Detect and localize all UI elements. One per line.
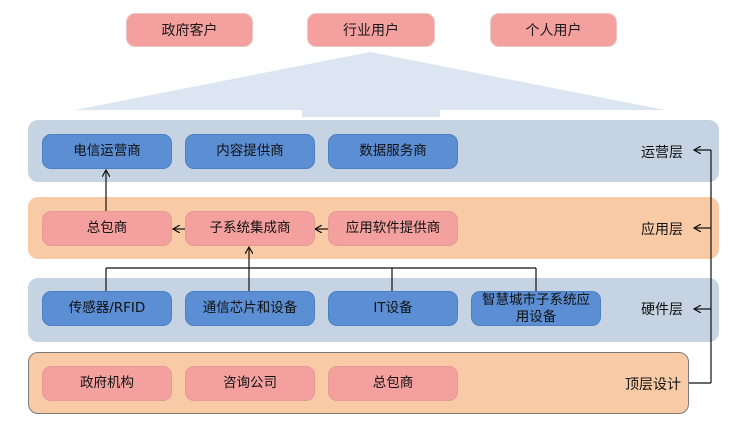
box-sensor-rfid: 传感器/RFID [42,291,172,326]
top-box-government-customers: 政府客户 [126,13,253,47]
box-data-service-provider: 数据服务商 [328,134,458,169]
box-label: 传感器/RFID [68,300,146,316]
box-label: 总包商 [372,375,414,391]
box-label: 智慧城市子系统应用设备 [482,291,590,325]
box-consulting-company: 咨询公司 [185,366,315,401]
box-subsystem-integrator: 子系统集成商 [185,211,315,246]
box-app-software-provider: 应用软件提供商 [328,211,458,246]
top-box-label: 政府客户 [161,23,218,39]
box-telecom-operator: 电信运营商 [42,134,172,169]
layer-label-top-design: 顶层设计 [625,376,681,393]
box-label: IT设备 [373,300,413,316]
box-it-equipment: IT设备 [328,291,458,326]
box-label: 内容提供商 [216,143,284,159]
top-box-label: 个人用户 [525,23,582,39]
box-label: 应用软件提供商 [345,220,441,236]
box-label: 子系统集成商 [209,220,291,236]
box-smart-city-subsystem-equipment: 智慧城市子系统应用设备 [471,291,601,326]
box-label: 政府机构 [80,375,134,391]
box-label: 电信运营商 [73,143,141,159]
box-label: 咨询公司 [223,375,277,391]
box-general-contractor: 总包商 [42,211,172,246]
box-label: 数据服务商 [359,143,427,159]
box-content-provider: 内容提供商 [185,134,315,169]
box-general-contractor-design: 总包商 [328,366,458,401]
box-comm-chip-equipment: 通信芯片和设备 [185,291,315,326]
box-label: 总包商 [86,220,128,236]
top-box-individual-users: 个人用户 [490,13,617,47]
layer-label-hardware: 硬件层 [641,301,683,318]
layer-label-operation: 运营层 [641,144,683,161]
top-box-industry-users: 行业用户 [307,13,435,47]
box-government-agency: 政府机构 [42,366,172,401]
layer-label-application: 应用层 [641,221,683,238]
top-box-label: 行业用户 [343,23,399,39]
box-label: 通信芯片和设备 [202,300,298,316]
